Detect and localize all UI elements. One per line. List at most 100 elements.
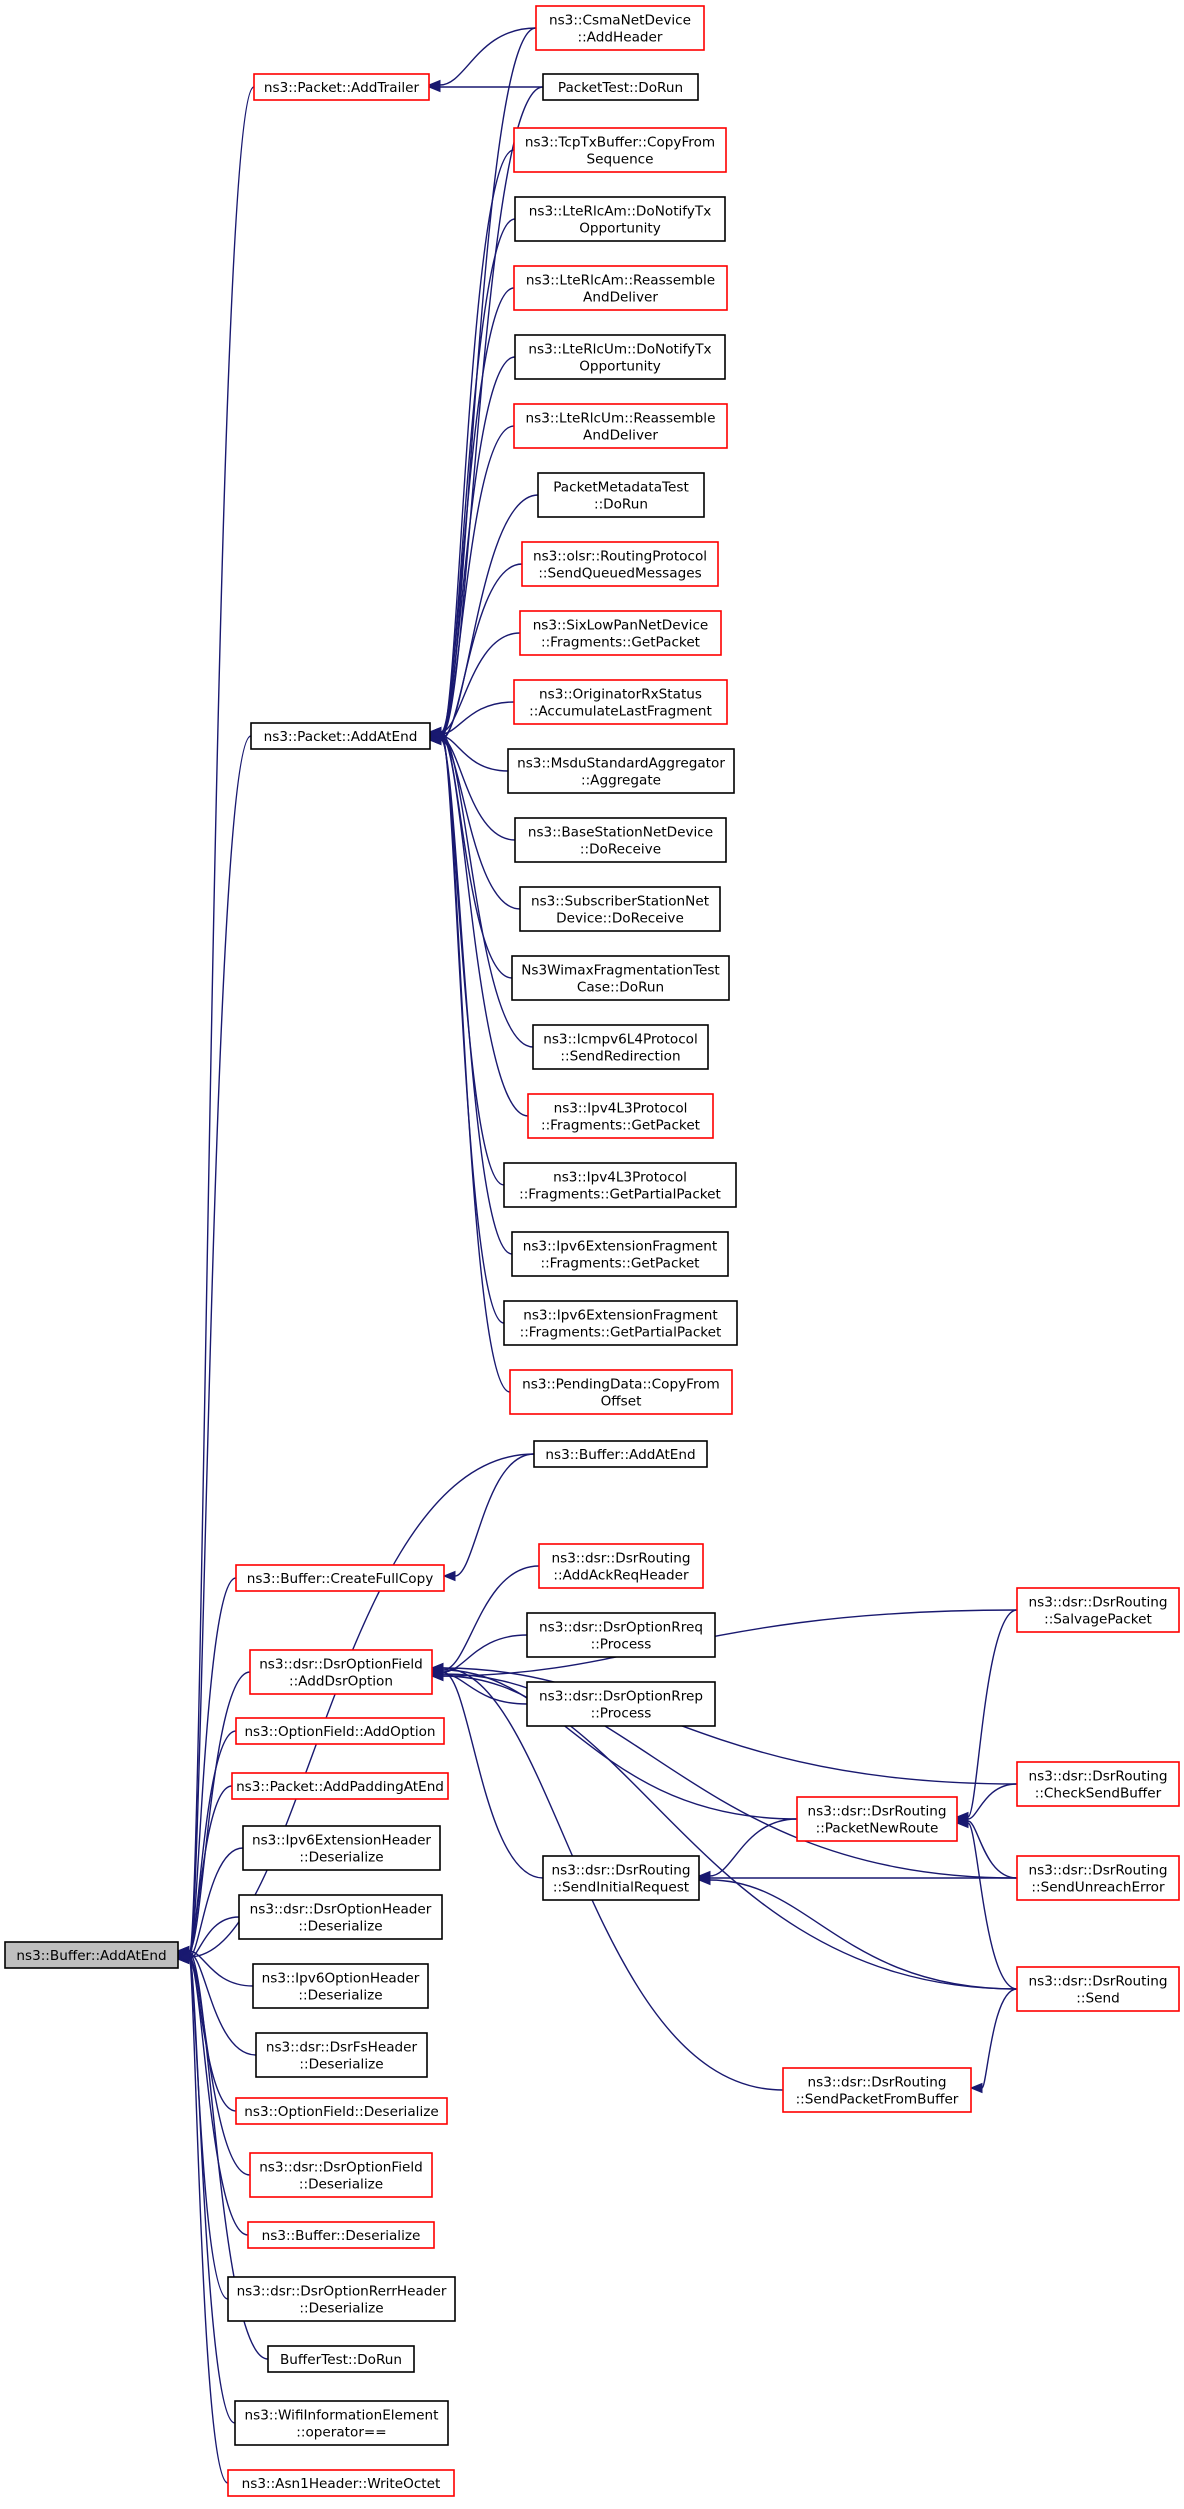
node-csmaAddHeader[interactable]: ns3::CsmaNetDevice::AddHeader [535, 5, 705, 51]
node-label: ns3::Packet::AddPaddingAtEnd [236, 1779, 444, 1795]
node-rerrDeser[interactable]: ns3::dsr::DsrOptionRerrHeader::Deseriali… [227, 2276, 456, 2322]
node-addAckReq[interactable]: ns3::dsr::DsrRouting::AddAckReqHeader [538, 1543, 704, 1589]
edge-line [188, 1956, 251, 2176]
edge-line [188, 1453, 535, 1958]
node-ipv4GetPartial[interactable]: ns3::Ipv4L3Protocol::Fragments::GetParti… [503, 1162, 737, 1208]
node-addPadding[interactable]: ns3::Packet::AddPaddingAtEnd [231, 1772, 449, 1800]
node-createFullCopy[interactable]: ns3::Buffer::CreateFullCopy [235, 1564, 445, 1592]
edge-line [442, 1675, 1018, 1990]
node-addTrailer[interactable]: ns3::Packet::AddTrailer [253, 73, 430, 101]
node-msdu[interactable]: ns3::MsduStandardAggregator::Aggregate [507, 748, 735, 794]
node-label: ::AddAckReqHeader [553, 1568, 689, 1584]
node-box [509, 1369, 733, 1415]
node-box [526, 1681, 716, 1727]
node-label: ns3::Packet::AddTrailer [264, 80, 420, 96]
node-olsrSend[interactable]: ns3::olsr::RoutingProtocol::SendQueuedMe… [521, 541, 719, 587]
node-label: ns3::dsr::DsrOptionHeader [250, 1902, 432, 1918]
node-rreqProcess[interactable]: ns3::dsr::DsrOptionRreq::Process [526, 1612, 716, 1658]
node-label: ::PacketNewRoute [816, 1821, 939, 1837]
edge-line [442, 1673, 1018, 1879]
node-packetAddAtEnd[interactable]: ns3::Packet::AddAtEnd [250, 722, 431, 750]
node-label: ::DoRun [594, 497, 648, 513]
node-rrepProcess[interactable]: ns3::dsr::DsrOptionRrep::Process [526, 1681, 716, 1727]
node-box [533, 1440, 708, 1468]
node-label: ns3::dsr::DsrRouting [1029, 1769, 1168, 1785]
edge-wimaxFrag-to-packetAddAtEnd [428, 726, 513, 979]
edge-createFullCopy-to-root [176, 1577, 237, 1965]
node-sixLowPan[interactable]: ns3::SixLowPanNetDevice::Fragments::GetP… [519, 610, 722, 656]
node-dsrFsDeser[interactable]: ns3::dsr::DsrFsHeader::Deserialize [255, 2032, 428, 2078]
node-label: ::SendUnreachError [1031, 1880, 1165, 1896]
node-checkSendBuffer[interactable]: ns3::dsr::DsrRouting::CheckSendBuffer [1016, 1761, 1180, 1807]
node-box [1016, 1587, 1180, 1633]
node-label: ns3::Ipv6ExtensionHeader [252, 1833, 431, 1849]
node-optionFieldAdd[interactable]: ns3::OptionField::AddOption [235, 1717, 445, 1745]
node-ipv6ExtGetPartial[interactable]: ns3::Ipv6ExtensionFragment::Fragments::G… [503, 1300, 738, 1346]
node-icmpv6[interactable]: ns3::Icmpv6L4Protocol::SendRedirection [532, 1024, 709, 1070]
node-packetTestDoRun[interactable]: PacketTest::DoRun [542, 73, 699, 101]
node-sendFromBuffer[interactable]: ns3::dsr::DsrRouting::SendPacketFromBuff… [782, 2067, 972, 2113]
node-baseStation[interactable]: ns3::BaseStationNetDevice::DoReceive [514, 817, 727, 863]
node-box [4, 1941, 179, 1969]
node-box [1016, 1761, 1180, 1807]
node-label: ns3::LteRlcUm::DoNotifyTx [528, 342, 711, 358]
node-box [503, 1300, 738, 1346]
node-addDsrOption[interactable]: ns3::dsr::DsrOptionField::AddDsrOption [249, 1649, 433, 1695]
node-bufferTest[interactable]: BufferTest::DoRun [267, 2345, 415, 2373]
node-sendInitial[interactable]: ns3::dsr::DsrRouting::SendInitialRequest [542, 1855, 700, 1901]
node-label: PacketMetadataTest [553, 480, 689, 496]
node-box [537, 472, 705, 518]
edge-bufferDeser-to-root [176, 1953, 249, 2236]
edge-line [967, 1820, 1018, 1879]
node-dsrOptHdrDeser[interactable]: ns3::dsr::DsrOptionHeader::Deserialize [238, 1894, 443, 1940]
node-bufferDeser[interactable]: ns3::Buffer::Deserialize [247, 2221, 435, 2249]
node-box [235, 1564, 445, 1592]
node-optionFieldDeser[interactable]: ns3::OptionField::Deserialize [235, 2097, 448, 2125]
node-label: ns3::SubscriberStationNet [531, 894, 709, 910]
edge-line [967, 1783, 1018, 1820]
node-sendUnreach[interactable]: ns3::dsr::DsrRouting::SendUnreachError [1016, 1855, 1180, 1901]
edge-line [454, 1453, 535, 1577]
node-box [521, 541, 719, 587]
node-label: ns3::BaseStationNetDevice [528, 825, 713, 841]
node-box [235, 2097, 448, 2125]
node-asn1Write[interactable]: ns3::Asn1Header::WriteOctet [227, 2469, 455, 2497]
edge-line [188, 735, 252, 1956]
node-ipv4GetPacket[interactable]: ns3::Ipv4L3Protocol::Fragments::GetPacke… [527, 1093, 714, 1139]
node-dsrSend[interactable]: ns3::dsr::DsrRouting::Send [1016, 1966, 1180, 2012]
node-label: ::AddHeader [578, 30, 663, 46]
node-box [514, 196, 726, 242]
node-ipv6OptHdrDeser[interactable]: ns3::Ipv6OptionHeader::Deserialize [252, 1963, 429, 2009]
node-ipv6ExtGetPacket[interactable]: ns3::Ipv6ExtensionFragment::Fragments::G… [511, 1231, 729, 1277]
node-wifiInfo[interactable]: ns3::WifiInformationElement::operator== [234, 2400, 449, 2446]
node-ipv6ExtHdrDeser[interactable]: ns3::Ipv6ExtensionHeader::Deserialize [242, 1825, 441, 1871]
edge-line [440, 149, 515, 739]
node-root[interactable]: ns3::Buffer::AddAtEnd [4, 1941, 179, 1969]
node-pktMetaTest[interactable]: PacketMetadataTest::DoRun [537, 472, 705, 518]
node-label: Offset [601, 1394, 642, 1410]
edge-line [188, 1950, 254, 1987]
node-originator[interactable]: ns3::OriginatorRxStatus::AccumulateLastF… [513, 679, 728, 725]
node-label: ns3::dsr::DsrOptionRreq [539, 1620, 703, 1636]
node-bufferAddAtEnd[interactable]: ns3::Buffer::AddAtEnd [533, 1440, 708, 1468]
node-dsrOptFieldDeser[interactable]: ns3::dsr::DsrOptionField::Deserialize [249, 2152, 433, 2198]
node-subscriber[interactable]: ns3::SubscriberStationNetDevice::DoRecei… [519, 886, 721, 932]
node-label: ::Process [591, 1637, 652, 1653]
node-salvage[interactable]: ns3::dsr::DsrRouting::SalvagePacket [1016, 1587, 1180, 1633]
edge-line [709, 1818, 798, 1877]
node-box [503, 1162, 737, 1208]
edge-line [188, 1577, 237, 1960]
node-label: Opportunity [579, 221, 661, 237]
edge-ipv4GetPartial-to-packetAddAtEnd [428, 732, 505, 1186]
edge-line [188, 1958, 249, 2236]
node-label: ::SendRedirection [560, 1049, 680, 1065]
node-packetNewRoute[interactable]: ns3::dsr::DsrRouting::PacketNewRoute [796, 1796, 958, 1842]
